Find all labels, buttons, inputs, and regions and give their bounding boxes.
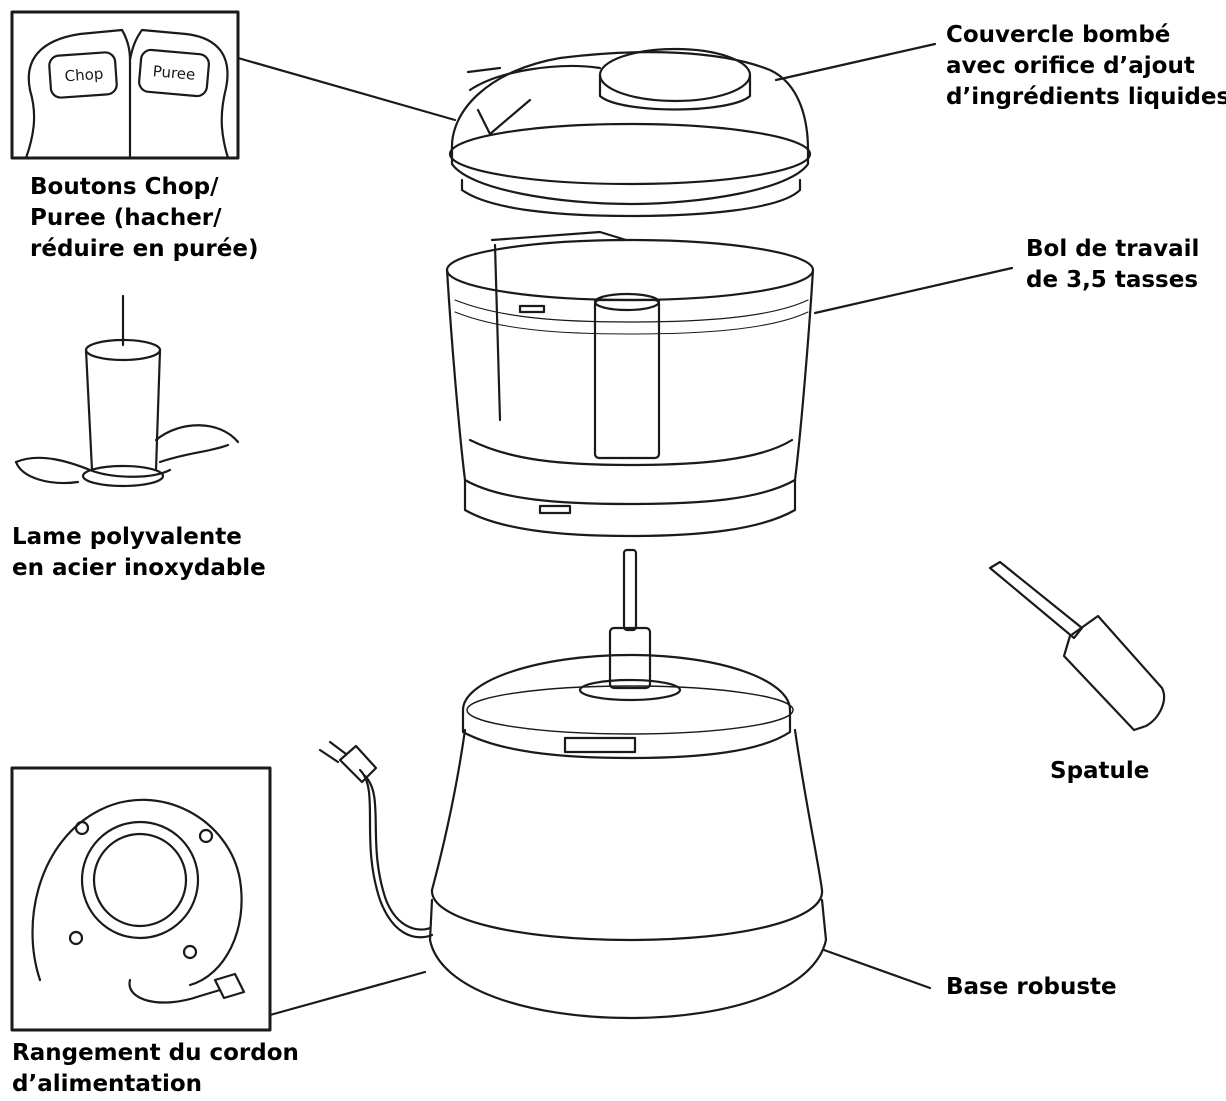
label-buttons: Boutons Chop/ Puree (hacher/ réduire en … bbox=[30, 172, 258, 265]
label-cord: Rangement du cordon d’alimentation bbox=[12, 1038, 299, 1100]
label-spatula-line-1: Spatule bbox=[1050, 758, 1150, 784]
label-buttons-line-1: Boutons Chop/ bbox=[30, 174, 219, 200]
label-bowl-line-1: Bol de travail bbox=[1026, 236, 1200, 262]
label-blade-line-1: Lame polyvalente bbox=[12, 524, 242, 550]
label-bowl: Bol de travail de 3,5 tasses bbox=[1026, 234, 1199, 296]
lid bbox=[448, 47, 812, 218]
label-buttons-line-2: Puree (hacher/ bbox=[30, 205, 222, 231]
chop-button-shape bbox=[48, 51, 118, 99]
lid-feed-opening bbox=[598, 47, 752, 103]
chop-button-text: Chop bbox=[64, 65, 104, 86]
puree-button-text: Puree bbox=[152, 62, 196, 84]
power-cord bbox=[318, 740, 434, 939]
leader-base bbox=[822, 948, 932, 990]
label-lid-line-3: d’ingrédients liquides bbox=[946, 84, 1226, 110]
label-base-line-1: Base robuste bbox=[946, 974, 1117, 1000]
label-lid-line-2: avec orifice d’ajout bbox=[946, 53, 1195, 79]
label-spatula: Spatule bbox=[1050, 756, 1149, 787]
leader-cord bbox=[268, 970, 427, 1017]
label-lid-line-1: Couvercle bombé bbox=[946, 22, 1171, 48]
cord-storage-inset bbox=[10, 766, 272, 1032]
puree-button-shape bbox=[138, 48, 210, 98]
label-base: Base robuste bbox=[946, 972, 1117, 1003]
leader-buttons bbox=[236, 56, 457, 122]
label-lid: Couvercle bombé avec orifice d’ajout d’i… bbox=[946, 20, 1226, 113]
label-blade: Lame polyvalente en acier inoxydable bbox=[12, 522, 266, 584]
drive-shaft bbox=[578, 548, 682, 702]
label-cord-line-2: d’alimentation bbox=[12, 1071, 202, 1097]
leader-bowl bbox=[813, 266, 1014, 315]
label-bowl-line-2: de 3,5 tasses bbox=[1026, 267, 1199, 293]
buttons-inset bbox=[10, 10, 240, 160]
label-cord-line-1: Rangement du cordon bbox=[12, 1040, 299, 1066]
blade bbox=[14, 294, 240, 488]
label-blade-line-2: en acier inoxydable bbox=[12, 555, 266, 581]
leader-lid bbox=[774, 42, 937, 82]
work-bowl bbox=[445, 230, 815, 538]
label-buttons-line-3: réduire en purée) bbox=[30, 236, 259, 262]
base bbox=[428, 653, 828, 1020]
spatula bbox=[988, 560, 1166, 732]
